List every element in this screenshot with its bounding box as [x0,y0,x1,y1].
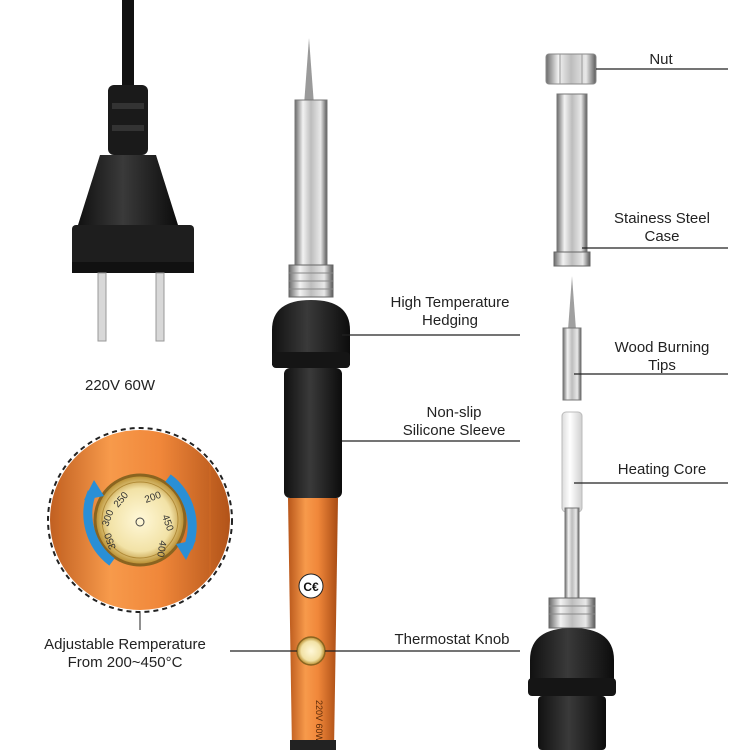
part-nut [545,53,597,85]
callout-hedging-line1: High Temperature [390,294,510,311]
power-rating-caption: 220V 60W [85,377,156,394]
callout-tips: Wood Burning Tips [596,339,728,375]
rotate-arrow-right-icon [165,474,197,550]
callout-heating-core: Heating Core [600,461,724,479]
callout-sleeve: Non-slip Silicone Sleeve [384,404,524,440]
exploded-parts [528,53,616,750]
callout-tips-line1: Wood Burning [614,339,710,356]
plug-prong-left [97,272,107,342]
dial-400: 400 [154,539,168,558]
steel-barrel [294,99,328,266]
part-tip [562,327,582,401]
callout-nut: Nut [626,51,696,69]
thermostat-knob [296,636,326,666]
callout-adjust-line2: From 200~450°C [67,654,183,671]
callout-hedging: High Temperature Hedging [372,294,528,330]
ce-mark-icon: C€ [303,580,319,594]
knob-zoom-inset: 200 250 300 350 400 450 [47,427,233,630]
callout-sleeve-line2: Silicone Sleeve [402,422,506,439]
callout-nut-text: Nut [649,51,673,68]
callout-case-line2: Case [644,228,680,245]
callout-sleeve-line1: Non-slip [426,404,482,421]
part-steel-case [556,93,588,267]
orange-handle [288,498,338,750]
callout-case-line1: Stainess Steel [614,210,710,227]
callout-tips-line2: Tips [648,357,676,374]
heat-collar [272,300,350,365]
callout-knob-text: Thermostat Knob [394,631,510,648]
power-plug [72,0,194,342]
callout-steel-case: Stainess Steel Case [600,210,724,246]
handle-print: 220V 60W [314,700,324,743]
plug-prong-right [155,272,165,342]
callout-core-text: Heating Core [617,461,707,478]
callout-adjust-line1: Adjustable Remperature [44,636,206,653]
callout-knob: Thermostat Knob [376,631,528,649]
callout-hedging-line2: Hedging [422,312,478,329]
iron-tip [304,38,314,105]
part-heating-core [561,411,583,513]
rotate-arrow-left-icon [83,490,115,566]
dial-face [93,473,187,567]
callout-lines [230,68,728,652]
soldering-iron: C€ 220V 60W [272,38,350,750]
plug-body [78,155,178,225]
silicone-sleeve [284,368,342,498]
callout-adjustable: Adjustable Remperature From 200~450°C [22,636,228,672]
